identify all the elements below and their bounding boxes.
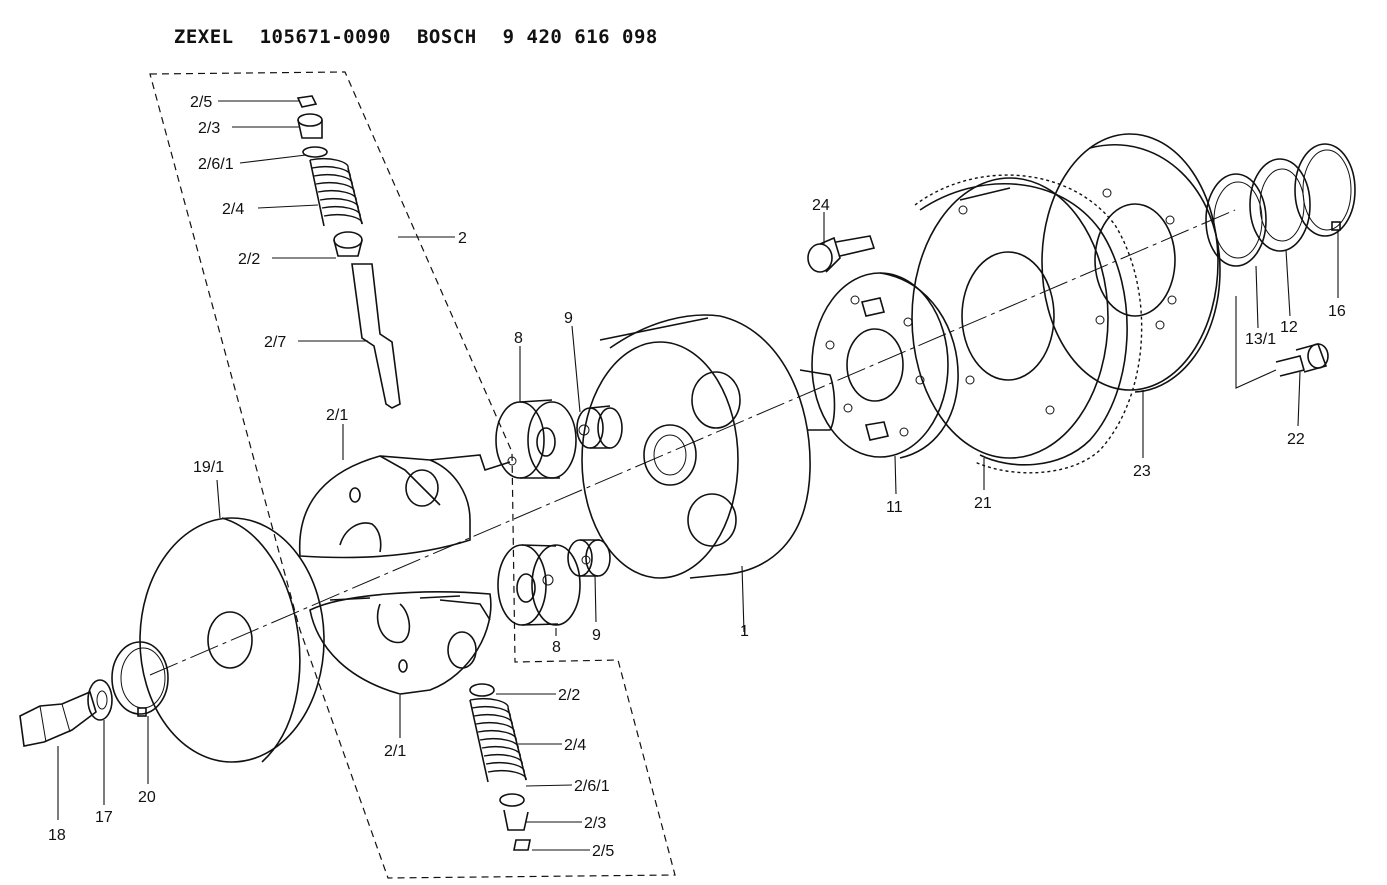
callout-19-1: 19/1 xyxy=(193,459,224,476)
flyweight-2-1-bottom xyxy=(309,591,492,695)
flyweight-2-1-top xyxy=(298,454,517,559)
callout-9-top: 9 xyxy=(564,310,573,327)
callout-22: 22 xyxy=(1287,431,1305,448)
callout-2-4-top: 2/4 xyxy=(222,201,244,218)
maker-part-number: 105671-0090 xyxy=(259,26,391,48)
callout-11: 11 xyxy=(886,499,903,516)
callout-2-5-bottom: 2/5 xyxy=(592,843,614,860)
drawing-header: ZEXEL 105671-0090 BOSCH 9 420 616 098 xyxy=(150,4,684,48)
callout-2-3-top: 2/3 xyxy=(198,120,220,137)
callout-2-2-bottom: 2/2 xyxy=(558,687,580,704)
flange-11 xyxy=(811,272,959,459)
bush-9-top xyxy=(576,405,623,449)
circlip-16 xyxy=(1294,143,1356,237)
washer-17 xyxy=(87,679,113,721)
callout-2-4-bottom: 2/4 xyxy=(564,737,586,754)
callout-13-1: 13/1 xyxy=(1245,331,1276,348)
callout-23: 23 xyxy=(1133,463,1151,480)
callout-16: 16 xyxy=(1328,303,1346,320)
callout-18: 18 xyxy=(48,827,66,844)
maker-name: ZEXEL xyxy=(173,26,234,48)
spring-assembly-top xyxy=(296,95,401,409)
callout-17: 17 xyxy=(95,809,113,826)
callout-1: 1 xyxy=(740,623,749,640)
callout-24: 24 xyxy=(812,197,830,214)
ring-12 xyxy=(1249,158,1311,252)
callout-labels: 2/5 2/3 2/6/1 2/4 2/2 2/7 2 2/1 19/1 8 9… xyxy=(48,94,1346,860)
bolt-24 xyxy=(807,235,876,273)
circlip-20 xyxy=(111,641,169,717)
callout-9-bottom: 9 xyxy=(592,627,601,644)
callout-2-2-top: 2/2 xyxy=(238,251,260,268)
callout-2-5-top: 2/5 xyxy=(190,94,212,111)
ring-8-top xyxy=(495,399,577,479)
leader-lines xyxy=(57,100,1339,851)
callout-2-1-bottom: 2/1 xyxy=(384,743,406,760)
ring-8-bottom xyxy=(497,544,581,626)
callout-8-top: 8 xyxy=(514,330,523,347)
callout-2-1-top: 2/1 xyxy=(326,407,348,424)
callout-12: 12 xyxy=(1280,319,1298,336)
callout-8-bottom: 8 xyxy=(552,639,561,656)
disc-19-1 xyxy=(139,517,325,763)
oem-part-number: 9 420 616 098 xyxy=(502,26,658,48)
callout-2-7: 2/7 xyxy=(264,334,286,351)
callout-2-6-1-bottom: 2/6/1 xyxy=(574,778,610,795)
callout-2: 2 xyxy=(458,230,467,247)
callout-21: 21 xyxy=(974,495,992,512)
subassembly-2-boundary xyxy=(149,71,676,879)
spring-assembly-bottom xyxy=(469,683,531,851)
callout-20: 20 xyxy=(138,789,156,806)
bolt-22 xyxy=(1275,343,1329,377)
hub-housing-1 xyxy=(581,314,836,579)
callout-2-3-bottom: 2/3 xyxy=(584,815,606,832)
centre-axis xyxy=(149,209,1236,676)
gear-21 xyxy=(911,174,1143,474)
plate-23 xyxy=(1041,133,1221,393)
callout-2-6-1-top: 2/6/1 xyxy=(198,156,234,173)
nut-18 xyxy=(19,690,97,747)
ring-13-1 xyxy=(1205,173,1267,267)
oem-name: BOSCH xyxy=(416,26,477,48)
